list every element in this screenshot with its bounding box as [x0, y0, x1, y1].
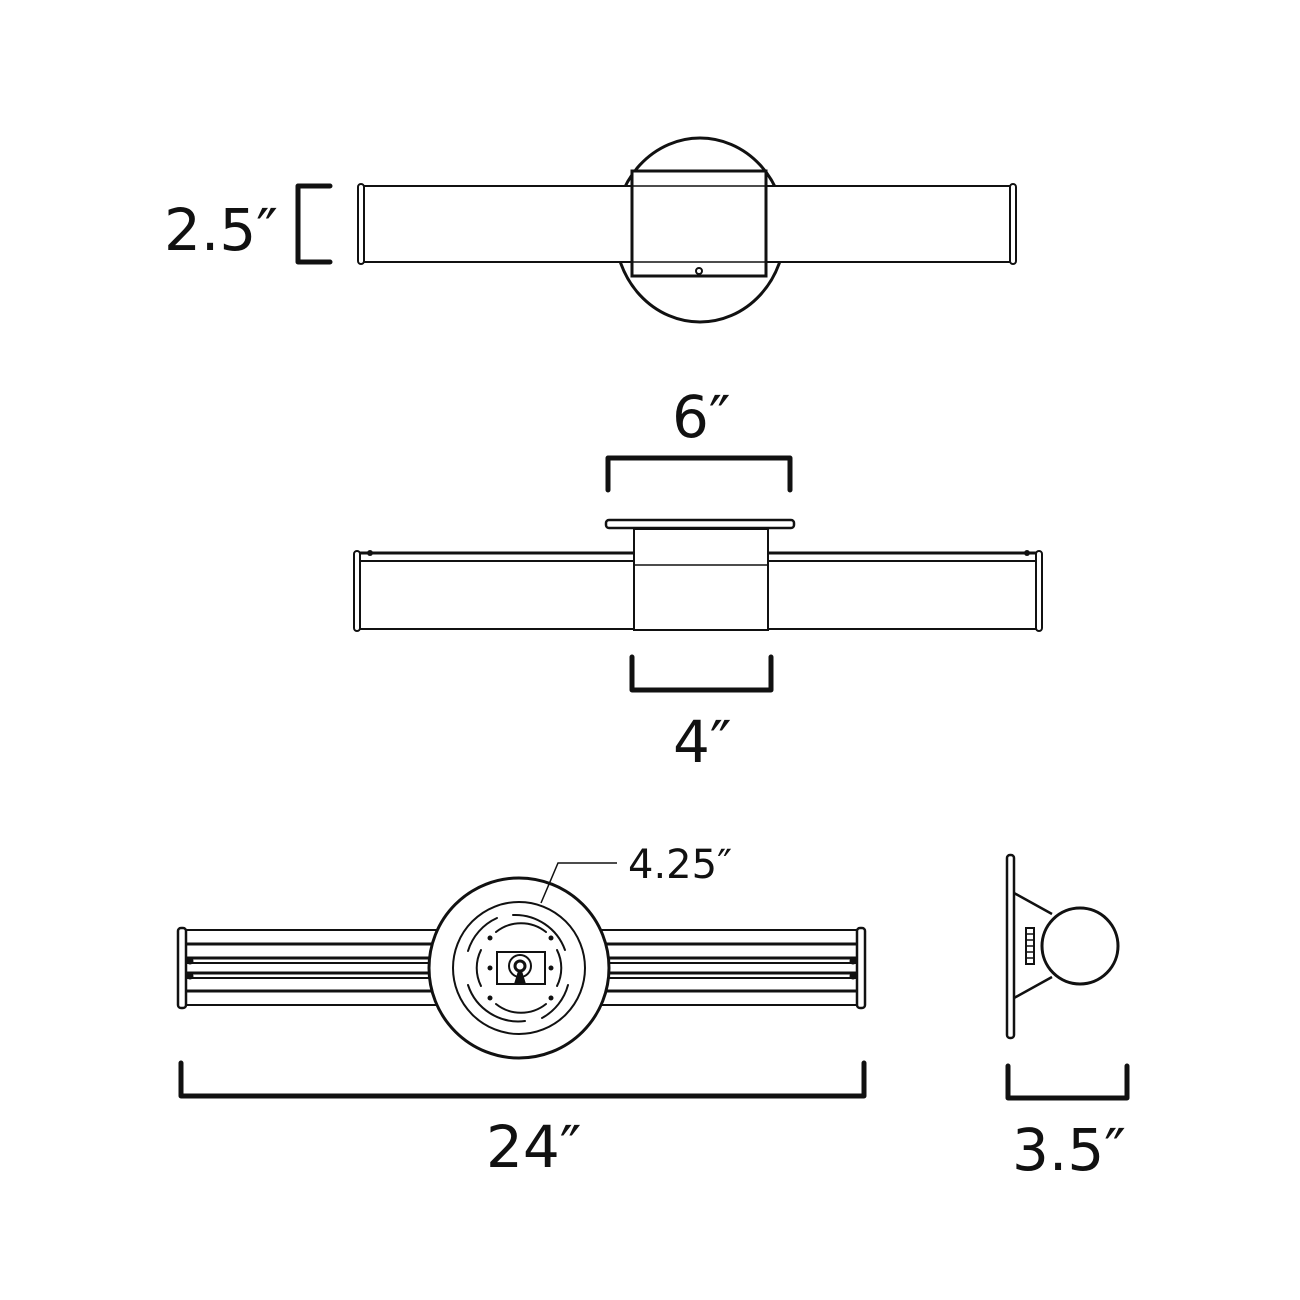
- back-screw-dot: [186, 972, 194, 980]
- mount-slot: [556, 949, 563, 987]
- front-view: [295, 136, 1017, 324]
- mount-hole: [487, 995, 493, 1001]
- back-end-cap-left: [176, 926, 188, 1010]
- height-dimension-label: 2.5″: [164, 196, 278, 264]
- mount-hole: [548, 935, 554, 941]
- mount-slot: [495, 922, 547, 933]
- side-tube-circle: [1040, 906, 1120, 986]
- back-view: [176, 862, 867, 1099]
- height-bracket: [295, 183, 333, 265]
- mounting-plate: [452, 901, 586, 1035]
- side-canopy-cone: [1013, 891, 1053, 1000]
- mount-hole: [548, 965, 554, 971]
- back-screw-dot: [849, 957, 857, 965]
- front-screw-hole: [695, 267, 703, 275]
- depth-label: 3.5″: [1012, 1116, 1126, 1184]
- back-screw-dot: [186, 957, 194, 965]
- side-view: [1005, 853, 1130, 1101]
- top-end-cap-right: [1035, 550, 1043, 632]
- mount-hole: [487, 935, 493, 941]
- top-center-block: [633, 528, 769, 631]
- mount-slot: [495, 1003, 547, 1014]
- backplate-width-bracket: [605, 455, 793, 493]
- overall-width-bracket: [178, 1060, 867, 1099]
- mount-hole: [548, 995, 554, 1001]
- front-end-cap-right: [1009, 183, 1017, 265]
- mount-slot: [512, 913, 566, 951]
- body-width-bracket: [629, 654, 774, 693]
- top-backplate: [604, 518, 796, 530]
- mount-slot: [541, 984, 569, 1019]
- top-end-cap-left: [353, 550, 361, 632]
- mount-hole: [487, 965, 493, 971]
- backplate-width-label: 6″: [672, 383, 731, 451]
- mount-slot: [475, 949, 482, 987]
- mount-slot: [467, 917, 498, 952]
- top-view: [353, 455, 1043, 693]
- center-stem: [514, 971, 526, 984]
- mount-slot: [467, 984, 526, 1023]
- back-screw-dot: [849, 972, 857, 980]
- canopy-diameter-label: 4.25″: [628, 842, 732, 888]
- depth-bracket: [1005, 1063, 1130, 1101]
- front-end-cap-left: [357, 183, 365, 265]
- front-center-block: [630, 169, 768, 278]
- back-canopy: [427, 876, 611, 1060]
- back-end-cap-right: [855, 926, 867, 1010]
- top-end-dot: [367, 550, 373, 556]
- top-end-dot: [1024, 550, 1030, 556]
- canopy-leader-line: [540, 862, 617, 904]
- body-width-label: 4″: [673, 708, 732, 776]
- side-backplate: [1005, 853, 1016, 1040]
- overall-width-label: 24″: [486, 1113, 581, 1181]
